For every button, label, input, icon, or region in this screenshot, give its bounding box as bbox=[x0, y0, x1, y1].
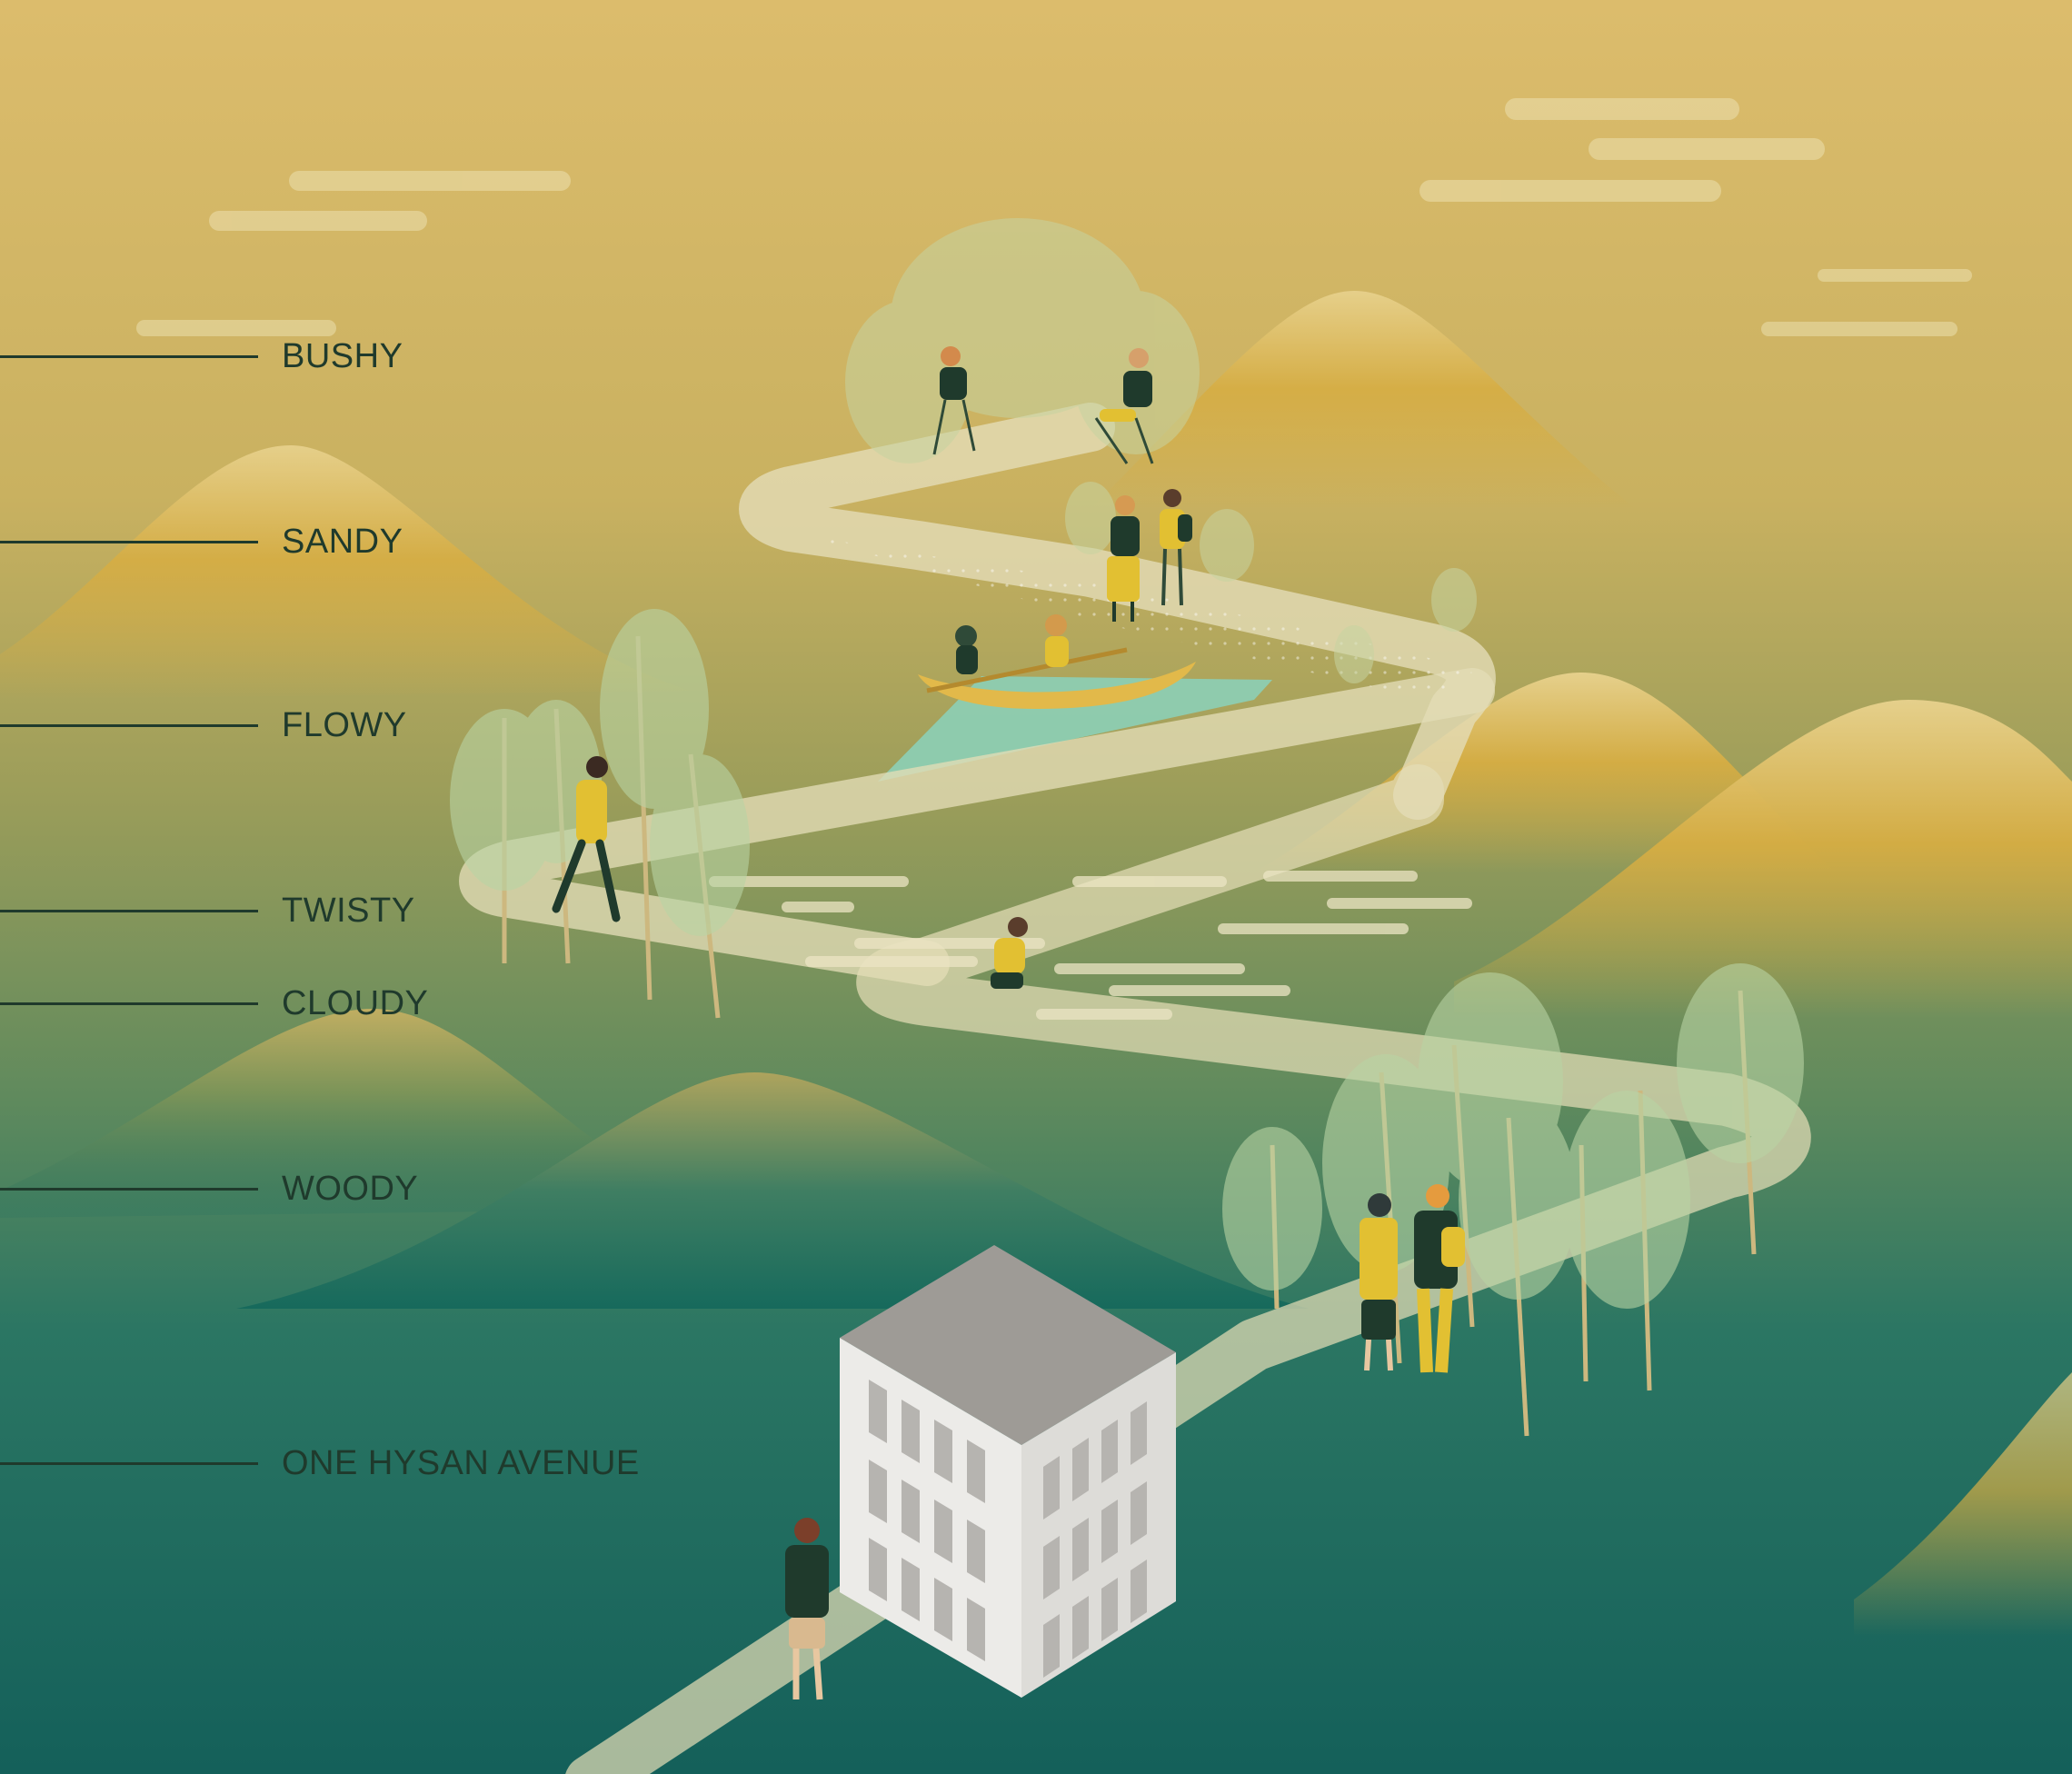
level-line bbox=[0, 1187, 258, 1191]
level-label-flowy: FLOWY bbox=[282, 705, 407, 744]
sky-clouds bbox=[136, 98, 1972, 336]
level-flowy: FLOWY bbox=[0, 705, 407, 744]
hill bbox=[236, 1072, 1309, 1309]
level-twisty: TWISTY bbox=[0, 891, 415, 930]
person bbox=[785, 1518, 829, 1700]
person bbox=[932, 346, 976, 455]
hill bbox=[0, 1009, 709, 1218]
person bbox=[1414, 1184, 1465, 1373]
level-bushy: BUSHY bbox=[0, 336, 403, 375]
level-sandy: SANDY bbox=[0, 522, 403, 561]
hill bbox=[1091, 291, 1636, 509]
level-line bbox=[0, 909, 258, 912]
level-line bbox=[0, 723, 258, 727]
level-line bbox=[0, 1002, 258, 1005]
level-label-twisty: TWISTY bbox=[282, 891, 415, 930]
level-label-bushy: BUSHY bbox=[282, 336, 403, 375]
level-line bbox=[0, 354, 258, 358]
level-line bbox=[0, 1461, 258, 1465]
level-line bbox=[0, 540, 258, 543]
low-clouds bbox=[709, 871, 1472, 1020]
building-windows bbox=[869, 1380, 1147, 1678]
level-one-hysan-avenue: ONE HYSAN AVENUE bbox=[0, 1443, 640, 1482]
person bbox=[1360, 1193, 1398, 1371]
person bbox=[1107, 495, 1140, 622]
hill bbox=[0, 445, 691, 700]
canoe bbox=[918, 614, 1196, 709]
sandy-dots bbox=[809, 536, 1472, 700]
level-label-one-hysan-avenue: ONE HYSAN AVENUE bbox=[282, 1443, 640, 1482]
level-label-sandy: SANDY bbox=[282, 522, 403, 561]
level-woody: WOODY bbox=[0, 1169, 419, 1208]
hill bbox=[1454, 700, 2072, 1018]
tree-foliage bbox=[450, 609, 1804, 1309]
runner bbox=[552, 756, 621, 922]
person bbox=[991, 917, 1028, 989]
people bbox=[552, 346, 1465, 1700]
level-cloudy: CLOUDY bbox=[0, 983, 429, 1022]
level-label-cloudy: CLOUDY bbox=[282, 983, 429, 1022]
person bbox=[1094, 348, 1154, 464]
hill bbox=[1854, 1372, 2072, 1636]
level-label-woody: WOODY bbox=[282, 1169, 419, 1208]
person bbox=[1160, 489, 1192, 606]
